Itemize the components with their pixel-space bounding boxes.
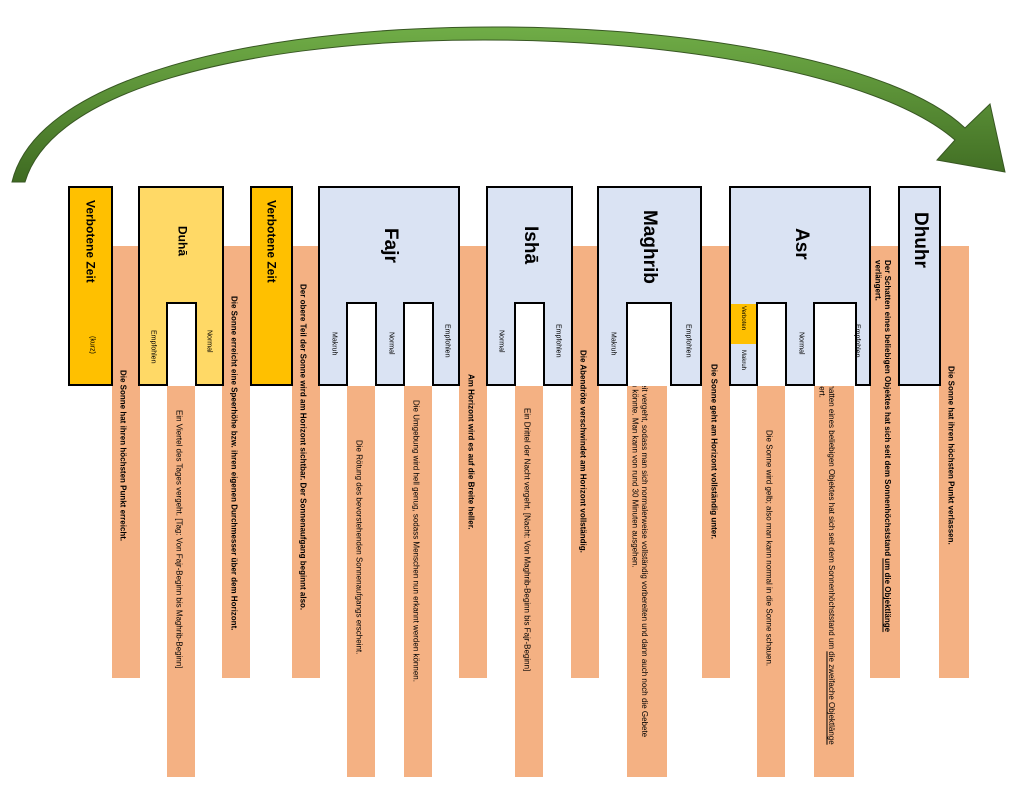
duha-sub-normal: Normal <box>205 330 213 353</box>
fajr-sub-makruh: Makruh <box>330 332 338 356</box>
duha-title: Duhā <box>175 226 190 256</box>
asr-notch-2 <box>813 302 857 386</box>
maghrib-lower-strip <box>627 345 667 777</box>
cycle-arrow-icon <box>11 26 1006 183</box>
asr-sub-makruh: Makruh <box>740 350 747 371</box>
fajr-title: Fajr <box>379 228 401 263</box>
fajr-description-1: Die Rötung des bevorstehenden Sonnenaufg… <box>354 440 364 655</box>
duha-description: Ein Viertel des Tages vergeht. [Tag: Von… <box>174 410 184 669</box>
asr-notch-1 <box>756 302 787 386</box>
transition-strip-7 <box>870 246 900 678</box>
asr-lower-strip-1 <box>757 345 785 777</box>
verboten-title-2: Verbotene Zeit <box>264 200 279 283</box>
fajr-lower-strip-1 <box>347 345 375 777</box>
transition-text-3: Der obere Teil der Sonne wird am Horizon… <box>298 284 308 611</box>
isha-lower-strip <box>515 345 543 777</box>
transition-text-6: Die Sonne geht am Horizont vollständig u… <box>709 364 719 540</box>
transition-strip-5 <box>571 246 599 678</box>
asr-description-2: Der Schatten eines beliebigen Objektes h… <box>818 360 837 745</box>
duha-lower-strip <box>167 345 195 777</box>
verboten-note: (kurz) <box>88 336 96 354</box>
fajr-sub-normal: Normal <box>387 332 395 355</box>
verboten-block-1 <box>68 186 113 386</box>
maghrib-notch <box>626 302 672 386</box>
transition-strip-2 <box>222 246 250 678</box>
fajr-sub-empfohlen: Empfohlen <box>443 324 451 358</box>
transition-strip-6 <box>702 246 730 678</box>
dhuhr-title: Dhuhr <box>909 212 931 268</box>
transition-text-7: Der Schatten eines beliebigen Objektes h… <box>873 260 893 633</box>
asr-sub-empfohlen: Empfohlen <box>853 324 861 358</box>
duha-notch <box>166 302 197 386</box>
fajr-notch-2 <box>403 302 434 386</box>
transition-strip-3 <box>292 246 320 678</box>
maghrib-sub-makruh: Makruh <box>609 332 617 356</box>
transition-text-1: Die Sonne hat ihren höchsten Punkt errei… <box>118 370 128 542</box>
transition-strip-4 <box>459 246 487 678</box>
maghrib-description: Genug Zeit vergeht, sodass man sich norm… <box>630 352 650 738</box>
transition-text-2: Die Sonne erreicht eine Speerhöhe bzw. i… <box>229 296 239 631</box>
fajr-lower-strip-2 <box>404 345 432 777</box>
asr-verboten-segment <box>731 304 756 344</box>
transition-strip-1 <box>112 246 140 678</box>
duha-sub-empfohlen: Empfohlen <box>149 330 157 364</box>
transition-text-8: Die Sonne hat ihren höchsten Punkt verla… <box>946 366 956 545</box>
isha-sub-normal: Normal <box>497 330 505 353</box>
transition-text-5: Die Abendröte verschwindet am Horizont v… <box>578 350 588 553</box>
asr-lower-strip-2 <box>814 345 854 777</box>
asr-sub-normal: Normal <box>797 332 805 355</box>
isha-description: Ein Drittel der Nacht vergeht. [Nacht: V… <box>522 408 532 672</box>
transition-strip-8 <box>939 246 969 678</box>
transition-text-4: Am Horizont wird es auf die Breite helle… <box>466 374 476 530</box>
fajr-block <box>318 186 460 386</box>
asr-sub-verboten: Verboten <box>740 306 747 331</box>
fajr-notch-1 <box>346 302 377 386</box>
isha-sub-empfohlen: Empfohlen <box>554 324 562 358</box>
isha-title: Ishā <box>519 226 541 265</box>
verboten-block-2 <box>250 186 293 386</box>
maghrib-title: Maghrib <box>638 210 660 284</box>
fajr-description-2: Die Umgebung wird hell genug, sodass Men… <box>411 400 421 682</box>
dhuhr-block <box>898 186 941 386</box>
asr-description-1: Die Sonne wird gelb; also man kann norma… <box>764 430 774 667</box>
maghrib-sub-empfohlen: Empfohlen <box>684 324 692 358</box>
asr-title: Asr <box>790 228 812 260</box>
verboten-title-1: Verbotene Zeit <box>83 200 98 283</box>
isha-notch <box>514 302 545 386</box>
